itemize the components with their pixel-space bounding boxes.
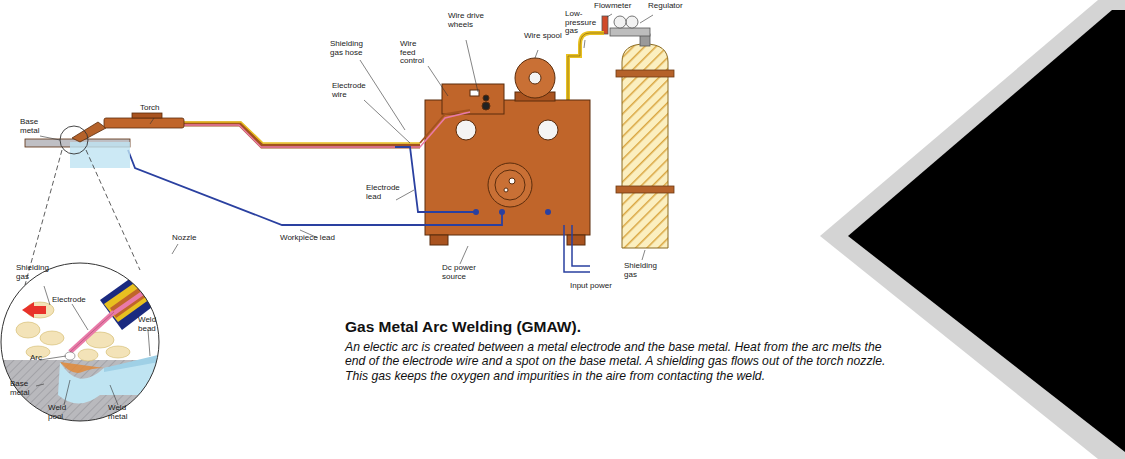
callout-label: Weld pool	[48, 404, 76, 421]
part-label: Flowmeter	[594, 2, 638, 11]
part-label: Base metal	[20, 118, 50, 135]
wire-feeder	[442, 58, 555, 114]
part-label: Wire drive wheels	[448, 12, 488, 29]
callout-label: Electrode	[52, 296, 96, 305]
callout-label: Weld metal	[108, 404, 140, 421]
part-label: Shielding gas	[624, 262, 668, 279]
electrode-lead	[395, 147, 476, 212]
callout-label: Nozzle	[172, 234, 212, 243]
gas-hose-edge	[568, 33, 604, 102]
part-label: Electrode lead	[366, 184, 406, 201]
callout-label: Arc	[30, 354, 50, 363]
regulator	[602, 16, 650, 36]
gas-cylinder	[616, 34, 674, 248]
part-label: Electrode wire	[332, 82, 374, 99]
workpiece-lead	[128, 150, 502, 225]
travel-arrow	[22, 302, 46, 318]
detail-circle	[60, 126, 88, 154]
torch-cable	[180, 110, 470, 147]
terminal	[545, 209, 551, 215]
diagram-title: Gas Metal Arc Welding (GMAW).	[345, 318, 581, 336]
part-label: Shielding gas hose	[330, 40, 374, 57]
terminal	[499, 209, 505, 215]
diagram-caption: An electic arc is created between a meta…	[345, 340, 890, 383]
part-label: Low-pressure gas	[565, 10, 605, 36]
part-label: Input power	[570, 282, 630, 291]
power-source	[425, 100, 590, 245]
part-label: Regulator	[648, 2, 692, 11]
torch	[25, 113, 184, 168]
input-power-lines	[564, 225, 590, 272]
part-label: Dc power source	[442, 264, 486, 281]
callout-label: Weld bead	[138, 316, 168, 333]
part-label: Torch	[140, 104, 180, 113]
callout-label: Shielding gas	[16, 264, 52, 281]
weld-inset	[0, 250, 190, 430]
part-label: Workpiece lead	[280, 234, 342, 243]
part-label: Wire feed control	[400, 40, 434, 66]
chevron-triangle	[848, 10, 1125, 452]
part-label: Wire spool	[524, 32, 564, 41]
gas-hose	[568, 33, 604, 102]
callout-label: Base metal	[10, 380, 38, 397]
terminal	[473, 209, 479, 215]
chevron-frame	[820, 0, 1125, 459]
